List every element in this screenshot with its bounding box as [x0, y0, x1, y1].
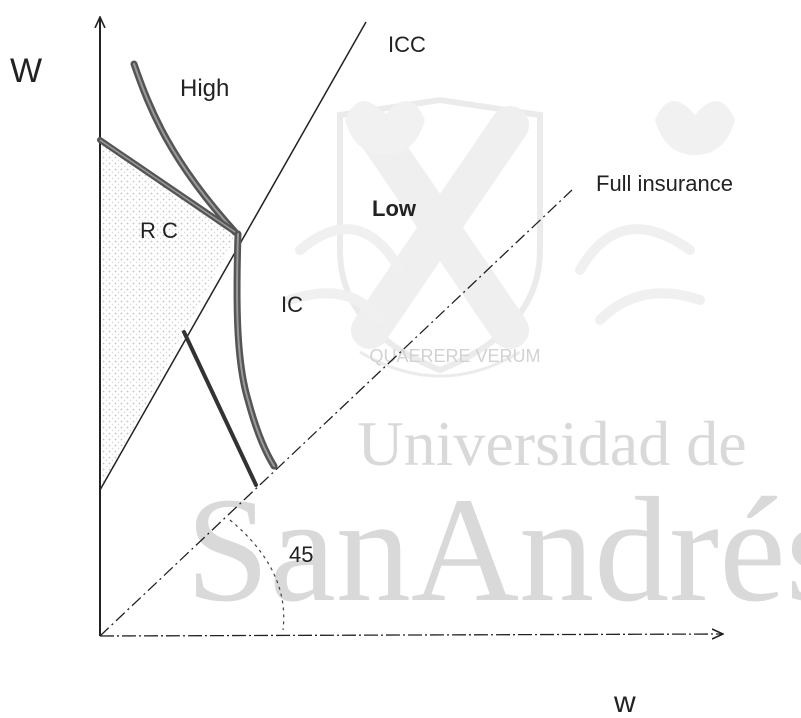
- low-label: Low: [372, 196, 417, 221]
- ic-curve: [233, 230, 278, 470]
- low-type-line: [182, 330, 258, 487]
- rc-label: R C: [140, 218, 178, 243]
- watermark-motto: QUAERERE VERUM: [369, 346, 540, 366]
- watermark-line1: Universidad de: [357, 408, 746, 479]
- angle-arc: [229, 519, 285, 631]
- icc-label: ICC: [388, 32, 426, 57]
- watermark-line2: SanAndrés: [186, 467, 801, 633]
- full-insurance-line: [99, 189, 573, 637]
- x-axis-label: w: [613, 686, 636, 718]
- ic-label: IC: [281, 292, 303, 317]
- thistle-left-icon: [345, 101, 425, 155]
- icc-line: [99, 21, 367, 491]
- crest-emblem: [285, 96, 735, 378]
- angle-label: 45: [289, 542, 313, 567]
- watermark: QUAERERE VERUM Universidad de SanAndrés: [186, 96, 801, 633]
- x-axis: [99, 634, 722, 636]
- rc-shaded-region: [100, 138, 238, 490]
- y-axis-label: W: [10, 52, 42, 90]
- full-insurance-label: Full insurance: [596, 171, 733, 196]
- high-label: High: [180, 75, 229, 102]
- thistle-right-icon: [655, 101, 735, 155]
